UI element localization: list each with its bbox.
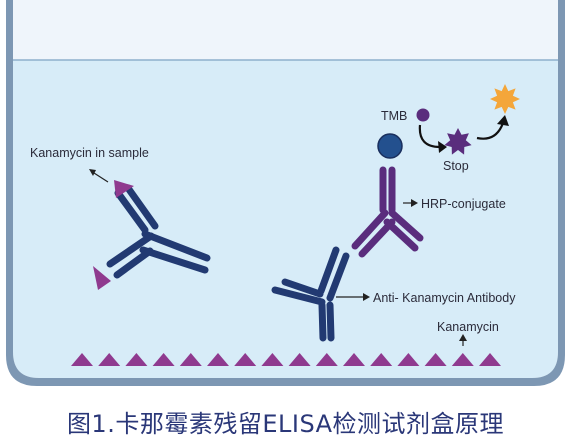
figure-caption: 图1.卡那霉素残留ELISA检测试剂盒原理 bbox=[66, 410, 505, 438]
label-tmb: TMB bbox=[381, 109, 407, 123]
coated-antigen-triangle bbox=[71, 353, 93, 366]
coated-antigen-triangle bbox=[234, 353, 257, 366]
sample-kanamycin-arrow bbox=[93, 172, 109, 183]
label-kanamycin: Kanamycin bbox=[437, 320, 499, 334]
elisa-principle-diagram: Kanamycin in sample Anti- Kanamycin Anti… bbox=[6, 0, 565, 386]
tmb-substrate bbox=[416, 108, 430, 122]
hrp-pointer-head bbox=[411, 199, 418, 207]
coated-antigen-triangle bbox=[343, 353, 365, 366]
stop-reaction-arrowhead bbox=[497, 115, 509, 126]
tmb-reaction-arrow bbox=[418, 124, 441, 149]
label-anti-kanamycin-antibody: Anti- Kanamycin Antibody bbox=[373, 291, 516, 305]
sample-kanamycin-arrowhead bbox=[89, 169, 96, 176]
hrp-conjugate-antibody bbox=[351, 166, 424, 258]
coated-antigen-row bbox=[71, 353, 501, 366]
coated-antigen-triangle bbox=[179, 353, 202, 366]
coated-antigen-triangle bbox=[288, 353, 311, 366]
label-stop: Stop bbox=[443, 159, 469, 173]
anti-kanamycin-antibody bbox=[271, 246, 350, 342]
coated-antigen-triangle bbox=[451, 353, 474, 366]
coated-antigen-triangle bbox=[207, 353, 229, 366]
label-kanamycin-in-sample: Kanamycin in sample bbox=[30, 146, 149, 160]
coated-antigen-triangle bbox=[397, 353, 420, 366]
tmb-reaction-arrowhead bbox=[438, 141, 447, 153]
label-hrp-conjugate: HRP-conjugate bbox=[421, 197, 506, 211]
coated-antigen-triangle bbox=[152, 353, 175, 366]
free-antibody bbox=[106, 184, 211, 279]
yellow-product-burst bbox=[490, 84, 520, 114]
coated-antigen-triangle bbox=[315, 353, 338, 366]
sample-kanamycin-top bbox=[114, 180, 134, 198]
coated-antigen-triangle bbox=[261, 353, 284, 366]
coated-antigen-triangle bbox=[125, 353, 148, 366]
coated-antigen-triangle bbox=[424, 353, 447, 366]
coated-antigen-triangle bbox=[98, 353, 121, 366]
well-air-space bbox=[13, 0, 558, 60]
coated-antigen-triangle bbox=[479, 353, 501, 366]
antibody-pointer-head bbox=[363, 293, 370, 301]
kanamycin-pointer-head bbox=[459, 334, 467, 341]
sample-kanamycin-bottom bbox=[93, 266, 111, 290]
hrp-enzyme bbox=[377, 133, 403, 159]
coated-antigen-triangle bbox=[370, 353, 393, 366]
stop-reaction-arrow bbox=[476, 122, 505, 140]
oxidized-tmb-burst bbox=[444, 128, 472, 155]
